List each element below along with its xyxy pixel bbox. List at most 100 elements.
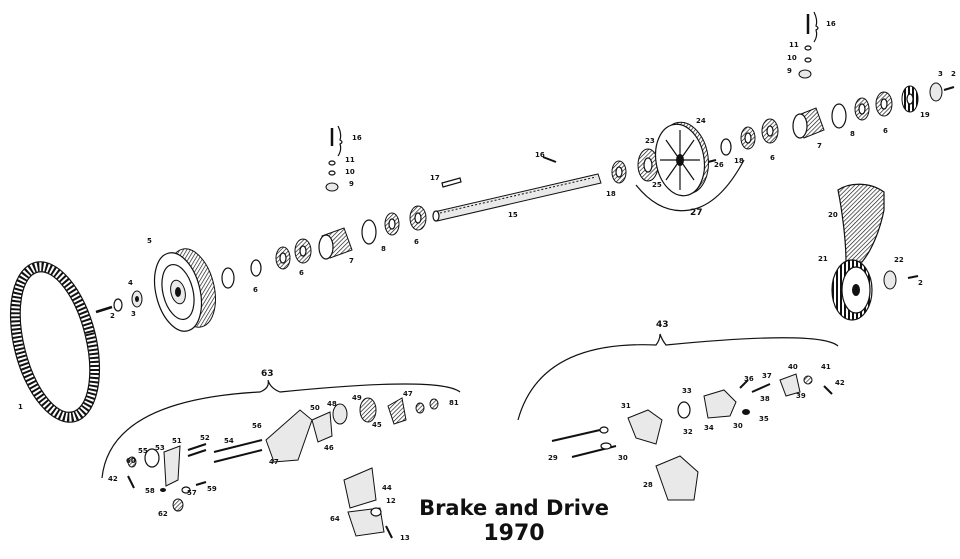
part-label-36: 36 [744, 375, 754, 383]
part-label-6c: 6 [414, 238, 419, 246]
part-label-3b: 3 [938, 70, 943, 78]
part-label-10a: 10 [345, 168, 355, 176]
part-label-58: 58 [145, 487, 155, 495]
title-line-1: Brake and Drive [419, 496, 609, 520]
part-label-11a: 11 [345, 156, 355, 164]
part-label-44: 44 [382, 484, 392, 492]
part-label-22: 22 [894, 256, 904, 264]
right-bolt-stack [798, 11, 819, 79]
part-label-9a: 9 [349, 180, 354, 188]
part-label-35: 35 [759, 415, 769, 423]
shaft-key [441, 177, 462, 188]
part-label-42a: 42 [108, 475, 118, 483]
part-label-20: 20 [828, 211, 838, 219]
part-label-59: 59 [207, 485, 217, 493]
part-label-39: 39 [796, 392, 806, 400]
part-label-8a: 8 [381, 245, 386, 253]
part-label-9b: 9 [787, 67, 792, 75]
part-label-1: 1 [18, 403, 23, 411]
large-pulley [153, 248, 216, 332]
part-label-6d: 6 [770, 154, 775, 162]
part-label-27: 27 [690, 208, 703, 218]
part-label-38: 38 [760, 395, 770, 403]
part-label-52: 52 [200, 434, 210, 442]
part-label-21: 21 [818, 255, 828, 263]
part-label-34: 34 [704, 424, 714, 432]
bolt-and-washer [95, 290, 143, 314]
assembly-brackets [101, 159, 839, 479]
part-label-6a: 6 [253, 286, 258, 294]
part-label-7b: 7 [817, 142, 822, 150]
part-label-48: 48 [327, 400, 337, 408]
part-label-3a: 3 [131, 310, 136, 318]
diagram-title: Brake and Drive 1970 [404, 496, 624, 546]
part-label-18a: 18 [606, 190, 616, 198]
part-label-6b: 6 [299, 269, 304, 277]
part-label-26: 26 [714, 161, 724, 169]
part-label-31: 31 [621, 402, 631, 410]
part-label-41: 41 [821, 363, 831, 371]
part-label-2a: 2 [110, 312, 115, 320]
part-label-2b: 2 [951, 70, 956, 78]
part-label-30a: 30 [733, 422, 743, 430]
part-label-46: 46 [324, 444, 334, 452]
part-label-45: 45 [372, 421, 382, 429]
part-label-6e: 6 [883, 127, 888, 135]
part-label-8b: 8 [850, 130, 855, 138]
part-label-13: 13 [400, 534, 410, 542]
title-line-2: 1970 [483, 521, 545, 546]
part-label-12: 12 [386, 497, 396, 505]
left-bolt-stack [325, 125, 343, 192]
part-label-19: 19 [920, 111, 930, 119]
part-label-7a: 7 [349, 257, 354, 265]
part-label-42b: 42 [835, 379, 845, 387]
part-label-25: 25 [652, 181, 662, 189]
main-shaft [432, 173, 602, 222]
part-label-18b: 18 [734, 157, 744, 165]
part-label-29: 29 [548, 454, 558, 462]
chain-and-sprocket [831, 183, 919, 321]
right-shaft-parts [720, 82, 955, 156]
part-label-60: 60 [126, 457, 136, 465]
part-label-62: 62 [158, 510, 168, 518]
part-label-33: 33 [682, 387, 692, 395]
part-label-5: 5 [147, 237, 152, 245]
part-label-16a: 16 [352, 134, 362, 142]
part-label-47b: 47 [403, 390, 413, 398]
part-label-57: 57 [187, 489, 197, 497]
part-label-55: 55 [138, 447, 148, 455]
part-label-11b: 11 [789, 41, 799, 49]
part-label-24: 24 [696, 117, 706, 125]
part-label-40: 40 [788, 363, 798, 371]
part-label-43: 43 [656, 320, 669, 330]
left-brake-linkage [127, 397, 439, 539]
part-label-81: 81 [449, 399, 459, 407]
part-label-2c: 2 [918, 279, 923, 287]
part-label-23: 23 [645, 137, 655, 145]
part-label-28: 28 [643, 481, 653, 489]
part-label-16b: 16 [535, 151, 545, 159]
part-label-50: 50 [310, 404, 320, 412]
part-label-30b: 30 [618, 454, 628, 462]
pin [542, 156, 557, 163]
part-label-16c: 16 [826, 20, 836, 28]
part-label-37: 37 [762, 372, 772, 380]
part-label-51: 51 [172, 437, 182, 445]
part-label-49: 49 [352, 394, 362, 402]
part-label-56: 56 [252, 422, 262, 430]
part-label-4: 4 [128, 279, 133, 287]
upper-drive-assembly [611, 121, 717, 197]
drive-belt [9, 261, 101, 423]
part-label-17: 17 [430, 174, 440, 182]
part-label-64: 64 [330, 515, 340, 523]
right-brake-linkage [551, 373, 833, 501]
part-label-63: 63 [261, 369, 274, 379]
part-label-47a: 47 [269, 458, 279, 466]
part-label-53: 53 [155, 444, 165, 452]
part-label-32: 32 [683, 428, 693, 436]
part-label-54: 54 [224, 437, 234, 445]
lower-shaft-parts [221, 205, 427, 289]
